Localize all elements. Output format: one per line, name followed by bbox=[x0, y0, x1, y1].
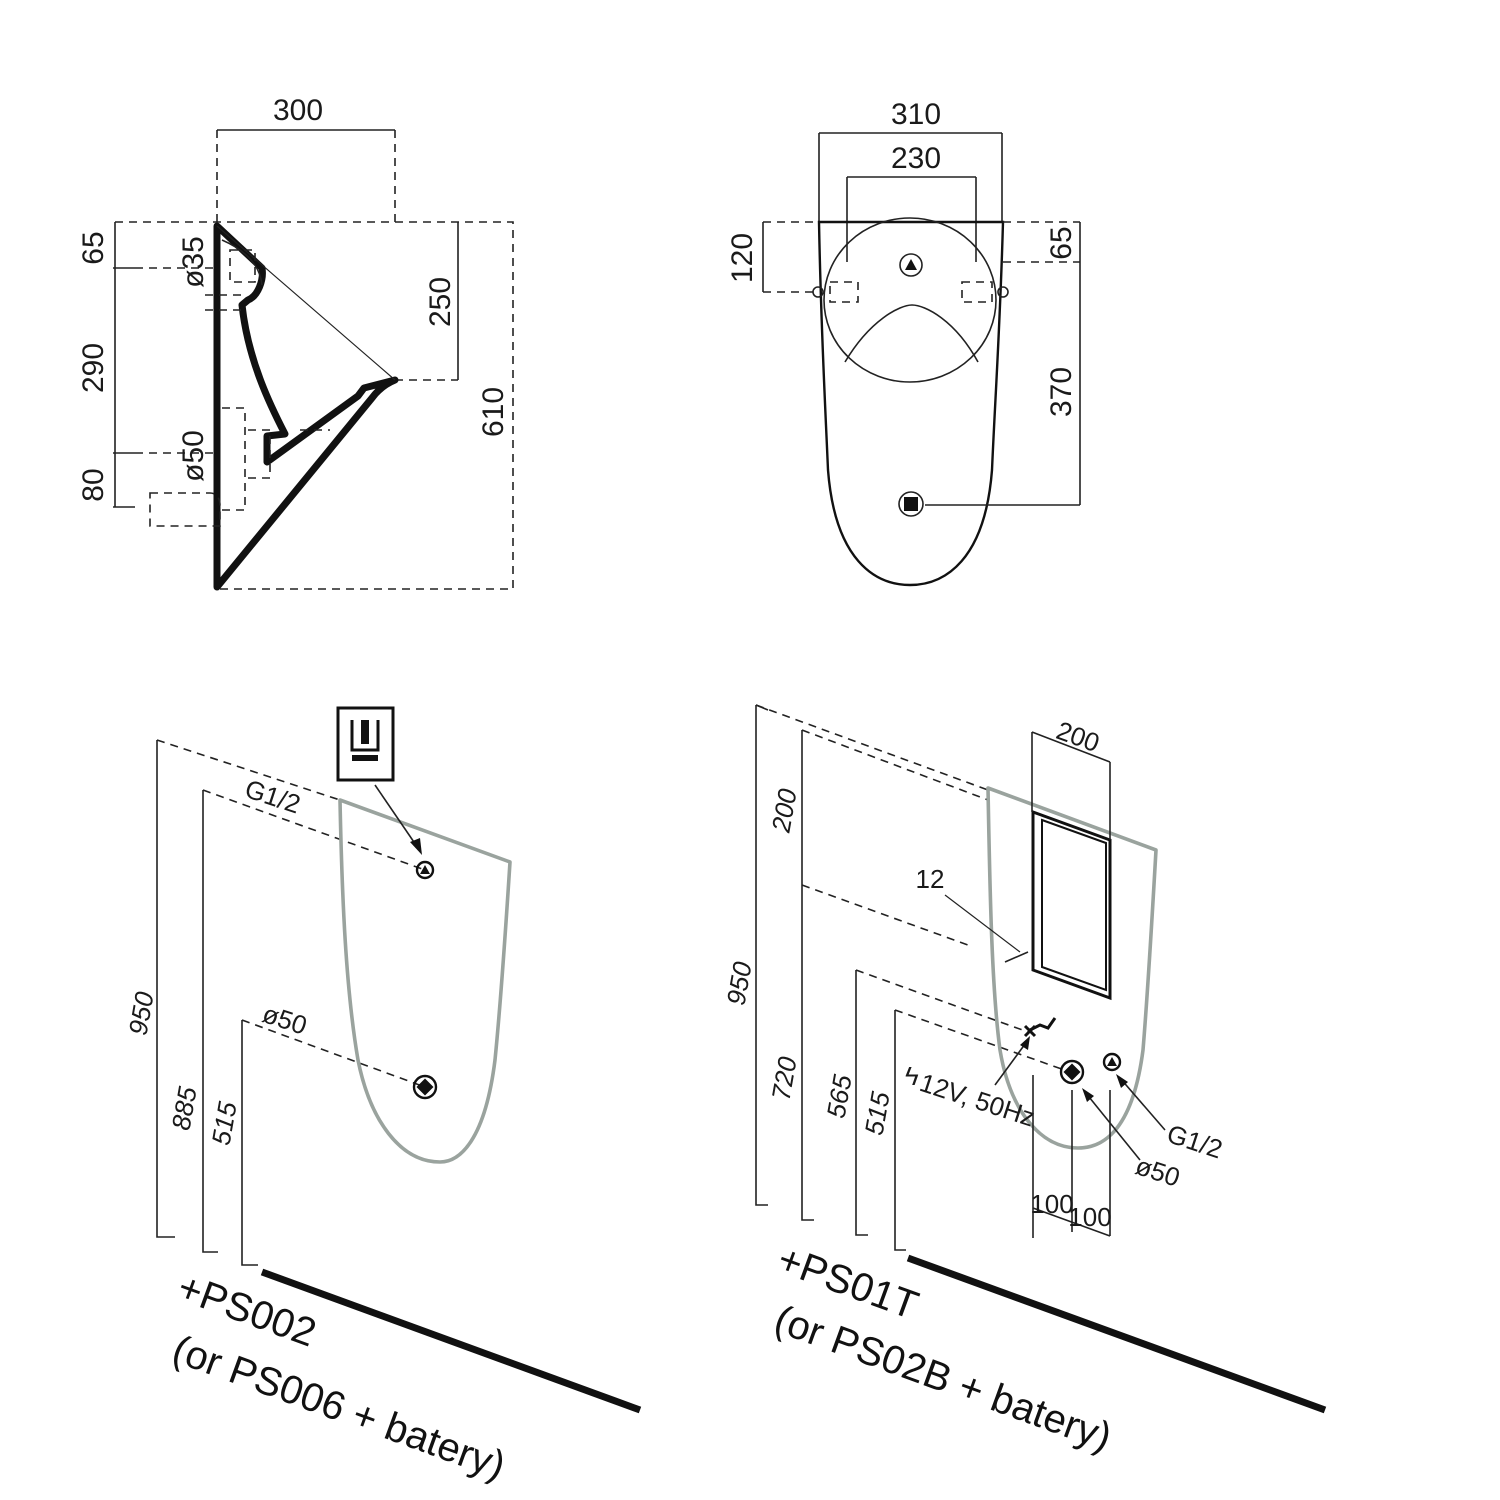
side-h610-label: 610 bbox=[477, 387, 510, 437]
install-right-off-left-label: 100 bbox=[1030, 1189, 1073, 1219]
side-d35-label: ø35 bbox=[177, 236, 210, 288]
front-h65-label: 65 bbox=[1045, 226, 1078, 259]
install-box bbox=[1031, 809, 1112, 1001]
side-h250-label: 250 bbox=[424, 277, 457, 327]
front-h120-label: 120 bbox=[726, 233, 759, 283]
install-left-d50-label: ø50 bbox=[259, 998, 311, 1040]
front-inner-width-label: 230 bbox=[891, 142, 941, 175]
side-d50-label: ø50 bbox=[177, 430, 210, 482]
waste-outlet-icon bbox=[1059, 1059, 1085, 1085]
install-left-h950-label: 950 bbox=[123, 989, 160, 1037]
waste-outlet-icon bbox=[412, 1074, 438, 1100]
side-h80-label: 80 bbox=[77, 468, 110, 501]
front-outer-width-label: 310 bbox=[891, 98, 941, 131]
install-right-gap-label: 12 bbox=[916, 864, 945, 894]
install-right-h515-label: 515 bbox=[859, 1089, 896, 1137]
install-right-caption-2: (or PS02B + batery) bbox=[769, 1297, 1117, 1460]
install-right-off-right-label: 100 bbox=[1068, 1202, 1111, 1232]
urinal-side-profile bbox=[213, 222, 399, 591]
install-right-box-width-label: 200 bbox=[1053, 715, 1104, 758]
install-right-h200-label: 200 bbox=[765, 786, 802, 835]
side-h65-label: 65 bbox=[77, 231, 110, 264]
lightning-icon: ϟ bbox=[905, 1061, 919, 1091]
urinal-front-outline bbox=[817, 220, 1005, 587]
water-inlet-icon bbox=[1102, 1052, 1122, 1072]
side-width-label: 300 bbox=[273, 94, 323, 127]
install-right-h950-label: 950 bbox=[721, 959, 758, 1007]
front-view: 310 230 120 65 370 bbox=[726, 98, 1081, 587]
power-plug-icon bbox=[1023, 1017, 1057, 1038]
sensor-box-icon bbox=[336, 706, 395, 782]
waste-outlet-icon bbox=[898, 491, 924, 517]
install-left-g12-label: G1/2 bbox=[241, 773, 304, 819]
install-right-h720-label: 720 bbox=[766, 1054, 803, 1102]
side-h290-label: 290 bbox=[77, 343, 110, 393]
install-left-h885-label: 885 bbox=[166, 1084, 203, 1132]
urinal-outline-right bbox=[986, 786, 1158, 1150]
install-right: 200 12 ϟ 12V, 50Hz ø50 G1/2 100 100 bbox=[721, 704, 1327, 1460]
install-right-power-label: 12V, 50Hz bbox=[916, 1067, 1038, 1132]
install-left: 950 885 515 G1/2 ø50 +PS002 (or PS006 + … bbox=[123, 706, 642, 1488]
front-h370-label: 370 bbox=[1045, 367, 1078, 417]
install-right-d50-label: ø50 bbox=[1132, 1150, 1184, 1192]
urinal-outline-left bbox=[338, 798, 512, 1164]
install-left-h515-label: 515 bbox=[206, 1099, 243, 1147]
water-inlet-icon bbox=[415, 860, 435, 880]
side-view: 300 65 290 80 ø35 ø50 250 610 bbox=[77, 94, 514, 591]
install-right-h565-label: 565 bbox=[821, 1072, 858, 1120]
install-right-g12-label: G1/2 bbox=[1163, 1118, 1226, 1164]
install-left-caption-2: (or PS006 + batery) bbox=[167, 1327, 511, 1488]
water-inlet-icon bbox=[899, 253, 923, 277]
